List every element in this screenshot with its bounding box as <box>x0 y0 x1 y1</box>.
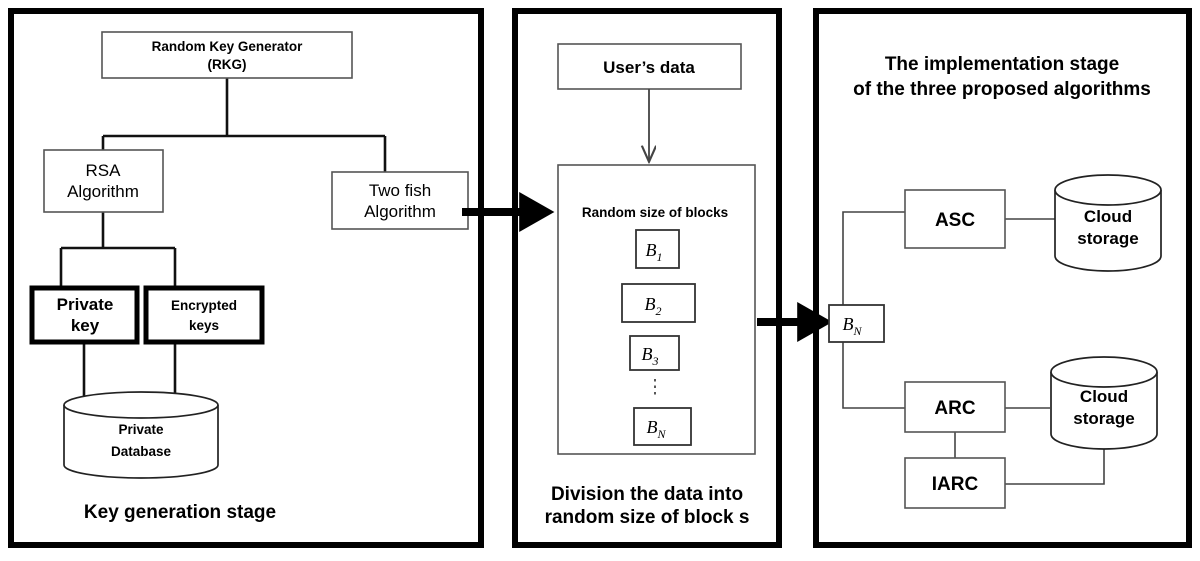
node-iarc-label: IARC <box>932 474 979 495</box>
node-encrypted-keys-label-line1: Encrypted <box>171 298 237 313</box>
node-user-data-box <box>557 43 742 90</box>
cloud-storage-bottom-cylinder-body <box>1050 372 1158 450</box>
node-rsa-algorithm-label-line1: RSA <box>86 161 122 180</box>
node-cloud-storage-top-label-line2: storage <box>1077 229 1138 248</box>
panel-implementation-border <box>813 8 1192 548</box>
node-private-key-label-line2: key <box>71 316 100 335</box>
node-rsa-algorithm-box <box>43 149 164 213</box>
blocks-ellipsis: ⋮ <box>646 377 665 398</box>
panel-implementation: The implementation stage of the three pr… <box>813 8 1192 548</box>
panel-block-division-border <box>512 8 782 548</box>
node-private-database-label-line1: Private <box>118 422 164 437</box>
panel-key-generation: Random Key Generator (RKG) RSA Algorithm… <box>8 8 484 548</box>
node-rsa-algorithm: RSA Algorithm <box>43 149 164 213</box>
node-rkg: Random Key Generator (RKG) <box>101 31 353 79</box>
panel3-connectors <box>842 211 1105 485</box>
node-cloud-storage-bottom-label-line2: storage <box>1073 409 1134 428</box>
node-iarc: IARC <box>904 457 1006 509</box>
node-asc-label: ASC <box>935 210 975 231</box>
node-cloud-storage-top-label-line1: Cloud <box>1084 207 1132 226</box>
block-item-1-box <box>635 229 680 269</box>
block-item-2-label: B2 <box>645 294 662 318</box>
panel-block-division: User’s data Random size of blocks B1 B2 <box>512 8 782 548</box>
node-bn-label: BN <box>842 314 862 338</box>
node-cloud-storage-bottom: Cloud storage <box>1050 356 1158 450</box>
node-asc: ASC <box>904 189 1006 249</box>
database-cylinder-top <box>63 391 219 419</box>
node-arc-box <box>904 381 1006 433</box>
node-arc: ARC <box>904 381 1006 433</box>
panel-block-division-caption-line2: random size of block s <box>545 507 750 528</box>
panel-implementation-title-line2: of the three proposed algorithms <box>853 79 1151 100</box>
node-encrypted-keys: Encrypted keys <box>143 285 265 345</box>
block-item-n: BN <box>633 407 692 446</box>
node-private-database-label-line2: Database <box>111 444 172 459</box>
node-private-key: Private key <box>29 285 140 345</box>
cloud-storage-bottom-cylinder-top <box>1050 356 1158 388</box>
node-user-data: User’s data <box>557 43 742 90</box>
node-rkg-box <box>101 31 353 79</box>
node-blocks-container-label: Random size of blocks <box>582 205 728 220</box>
node-iarc-box <box>904 457 1006 509</box>
node-twofish-algorithm-label-line1: Two fish <box>369 181 431 200</box>
block-item-1: B1 <box>635 229 680 269</box>
cloud-storage-top-cylinder-top <box>1054 174 1162 206</box>
block-item-n-box <box>633 407 692 446</box>
block-item-3-label: B3 <box>642 344 659 368</box>
cloud-storage-top-cylinder-body <box>1054 190 1162 272</box>
panel-implementation-title-line1: The implementation stage <box>885 54 1119 75</box>
node-encrypted-keys-label-line2: keys <box>189 318 219 333</box>
node-rsa-algorithm-label-line2: Algorithm <box>67 182 139 201</box>
block-item-1-label: B1 <box>646 240 663 264</box>
block-item-2: B2 <box>621 283 696 323</box>
node-arc-label: ARC <box>934 398 975 419</box>
node-twofish-algorithm: Two fish Algorithm <box>331 171 469 230</box>
node-encrypted-keys-box <box>143 285 265 345</box>
panel-key-generation-border <box>8 8 484 548</box>
node-asc-box <box>904 189 1006 249</box>
node-rkg-label-line2: (RKG) <box>208 57 247 72</box>
node-private-key-label-line1: Private <box>57 295 114 314</box>
node-rkg-label-line1: Random Key Generator <box>152 39 304 54</box>
block-item-n-label: BN <box>646 417 666 441</box>
block-item-3-box <box>629 335 680 371</box>
node-bn: BN <box>828 304 885 343</box>
block-item-3: B3 <box>629 335 680 371</box>
node-cloud-storage-top: Cloud storage <box>1054 174 1162 272</box>
panel-block-division-caption-line1: Division the data into <box>551 484 743 505</box>
node-twofish-algorithm-label-line2: Algorithm <box>364 202 436 221</box>
database-cylinder-body <box>63 405 219 479</box>
node-bn-box <box>828 304 885 343</box>
panel-key-generation-caption: Key generation stage <box>84 502 276 523</box>
panel1-connectors <box>59 78 387 398</box>
node-private-database: Private Database <box>63 391 219 479</box>
block-item-2-box <box>621 283 696 323</box>
node-private-key-box <box>29 285 140 345</box>
node-twofish-algorithm-box <box>331 171 469 230</box>
node-user-data-label: User’s data <box>603 58 695 77</box>
node-cloud-storage-bottom-label-line1: Cloud <box>1080 387 1128 406</box>
